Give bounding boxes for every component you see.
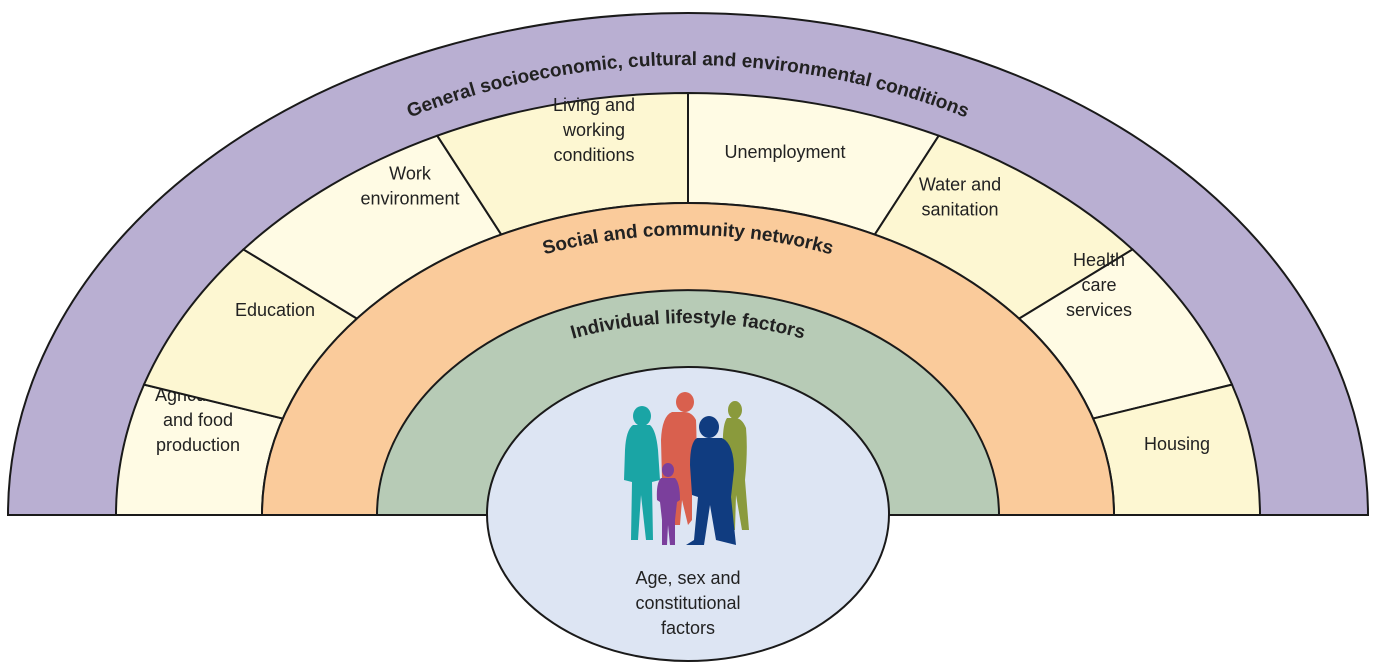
segment-label-line: and food xyxy=(163,410,233,430)
people-figures-icon xyxy=(624,392,749,545)
segment-label-line: environment xyxy=(360,189,459,209)
segment-label-line: Water and xyxy=(919,175,1001,195)
core-label-line: factors xyxy=(661,618,715,638)
segment-label-line: production xyxy=(156,435,240,455)
segment-label-line: sanitation xyxy=(921,200,998,220)
segment-label-line: Work xyxy=(389,164,432,184)
segment-label-line: Health xyxy=(1073,250,1125,270)
segment-label-line: services xyxy=(1066,300,1132,320)
segment-label-line: Education xyxy=(235,300,315,320)
segments-ring: Agricultureand foodproductionEducationWo… xyxy=(114,91,1262,516)
segment-label-line: Living and xyxy=(553,95,635,115)
core-label-line: constitutional xyxy=(635,593,740,613)
segment-label: Work environment xyxy=(360,164,459,209)
segment-label-line: Unemployment xyxy=(724,142,845,162)
child-figure-icon xyxy=(656,463,680,545)
segment-label: Education xyxy=(235,300,315,320)
segment-label-line: Housing xyxy=(1144,434,1210,454)
segment-label: Unemployment xyxy=(724,142,845,162)
segment-label: Housing xyxy=(1144,434,1210,454)
segment-label-line: working xyxy=(562,120,625,140)
segment-label: Living and working conditions xyxy=(553,95,635,165)
segment-label: Health care services xyxy=(1066,250,1132,320)
man-figure-icon xyxy=(686,416,736,545)
core-label-text: Age, sex and constitutional factors xyxy=(635,568,740,638)
segment-label: Water and sanitation xyxy=(919,175,1001,220)
woman-figure-icon xyxy=(624,406,660,540)
segment-label-line: care xyxy=(1081,275,1116,295)
segment-label-line: conditions xyxy=(553,145,634,165)
core-label: Age, sex and constitutional factors xyxy=(635,568,740,638)
core-label-line: Age, sex and xyxy=(635,568,740,588)
